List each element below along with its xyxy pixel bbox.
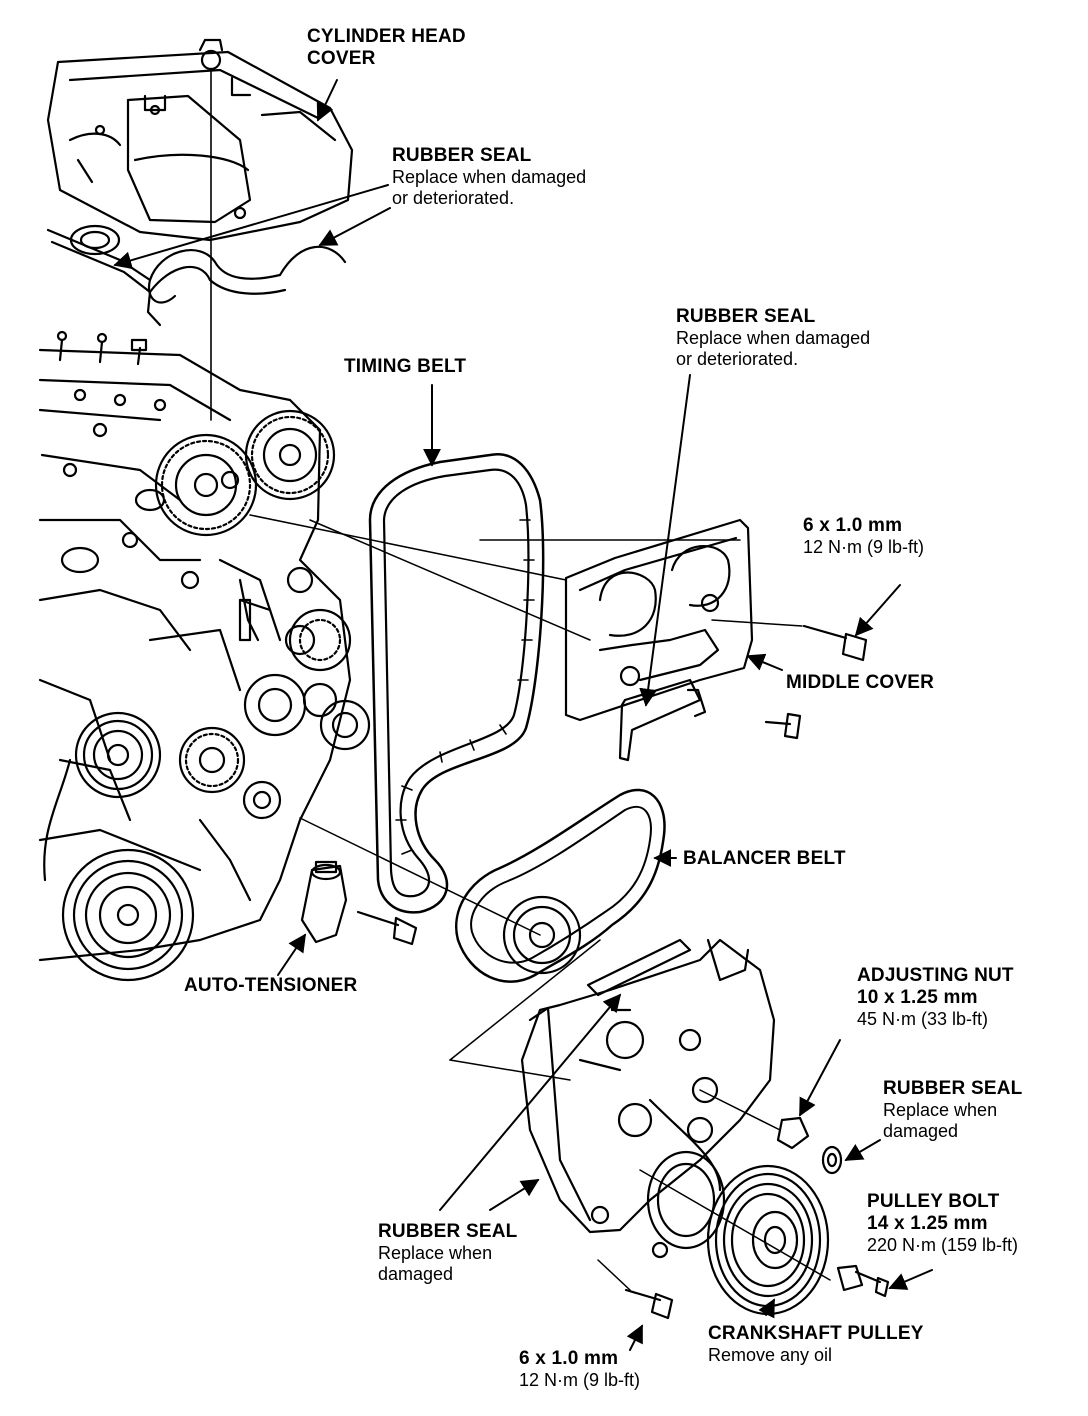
label-timing-belt: TIMING BELT [344, 356, 466, 378]
label-lower-cover-bolt: 6 x 1.0 mm 12 N·m (9 lb-ft) [519, 1348, 640, 1391]
crankshaft-pulley-part [646, 1150, 830, 1316]
pulley-bolt-part [836, 1264, 890, 1298]
adjusting-nut-torque: 45 N·m (33 lb-ft) [857, 1008, 989, 1029]
middle-cover-bolt-torque: 12 N·m (9 lb-ft) [803, 536, 925, 557]
pulley-bolt-torque: 220 N·m (159 lb-ft) [867, 1234, 1019, 1255]
middle-cover-bolt-size: 6 x 1.0 mm [803, 515, 903, 536]
rubber-seal-top-note1: Replace when damaged [392, 166, 587, 187]
rubber-seal-lower-title: RUBBER SEAL [378, 1221, 518, 1242]
cylinder-head-cover-line1: CYLINDER HEAD [307, 26, 466, 47]
rubber-seal-lower-note2: damaged [378, 1263, 454, 1284]
label-rubber-seal-nut: RUBBER SEAL Replace when damaged [883, 1078, 1022, 1141]
rubber-seal-top-title: RUBBER SEAL [392, 145, 532, 166]
adjusting-nut-title: ADJUSTING NUT [857, 965, 1014, 986]
reference-lines [249, 514, 831, 1291]
label-pulley-bolt: PULLEY BOLT 14 x 1.25 mm 220 N·m (159 lb… [867, 1191, 1018, 1255]
label-adjusting-nut: ADJUSTING NUT 10 x 1.25 mm 45 N·m (33 lb… [857, 965, 1014, 1029]
adjusting-nut-size: 10 x 1.25 mm [857, 986, 978, 1008]
lower-cover-bolt-part [624, 1288, 674, 1320]
middle-cover-part [564, 518, 754, 762]
crankshaft-pulley-note: Remove any oil [708, 1344, 833, 1365]
middle-cover-title: MIDDLE COVER [786, 672, 935, 693]
timing-belt-title: TIMING BELT [344, 356, 467, 377]
rubber-seal-nut-title: RUBBER SEAL [883, 1078, 1023, 1099]
label-cylinder-head-cover: CYLINDER HEAD COVER [307, 26, 466, 70]
auto-tensioner-part [300, 860, 418, 946]
middle-cover-bolts [764, 624, 868, 740]
balancer-belt [455, 788, 666, 983]
rubber-seal-right-note1: Replace when damaged [676, 327, 871, 348]
balancer-belt-title: BALANCER BELT [683, 848, 846, 869]
adjusting-nut-part [776, 1116, 843, 1175]
lower-cover-bolt-torque: 12 N·m (9 lb-ft) [519, 1369, 641, 1390]
pulley-bolt-size: 14 x 1.25 mm [867, 1212, 988, 1234]
lower-cover-bolt-size: 6 x 1.0 mm [519, 1348, 619, 1369]
rubber-seal-right-note2: or deteriorated. [676, 348, 799, 369]
lower-cover-part [520, 938, 776, 1259]
rubber-seal-nut-note2: damaged [883, 1120, 959, 1141]
crankshaft-pulley-title: CRANKSHAFT PULLEY [708, 1323, 924, 1344]
cover-gasket [46, 224, 347, 327]
auto-tensioner-title: AUTO-TENSIONER [184, 975, 358, 996]
leader-arrows [113, 79, 933, 1351]
rubber-seal-right-title: RUBBER SEAL [676, 306, 816, 327]
cylinder-head-cover [46, 38, 354, 242]
rubber-seal-top-note2: or deteriorated. [392, 187, 515, 208]
pulley-bolt-title: PULLEY BOLT [867, 1191, 1000, 1212]
label-middle-cover: MIDDLE COVER [786, 672, 934, 694]
cylinder-head-cover-line2: COVER [307, 47, 376, 69]
label-auto-tensioner: AUTO-TENSIONER [184, 975, 357, 997]
label-rubber-seal-lower: RUBBER SEAL Replace when damaged [378, 1221, 517, 1284]
accessory-pulleys [43, 608, 371, 982]
label-middle-cover-bolt: 6 x 1.0 mm 12 N·m (9 lb-ft) [803, 515, 924, 558]
label-rubber-seal-right: RUBBER SEAL Replace when damaged or dete… [676, 306, 870, 369]
rubber-seal-nut-note1: Replace when [883, 1099, 998, 1120]
rubber-seal-lower-note1: Replace when [378, 1242, 493, 1263]
label-crankshaft-pulley: CRANKSHAFT PULLEY Remove any oil [708, 1323, 924, 1366]
camshaft-pulleys [154, 409, 336, 537]
label-rubber-seal-top: RUBBER SEAL Replace when damaged or dete… [392, 145, 586, 208]
timing-belt [368, 452, 545, 914]
label-balancer-belt: BALANCER BELT [683, 848, 846, 870]
